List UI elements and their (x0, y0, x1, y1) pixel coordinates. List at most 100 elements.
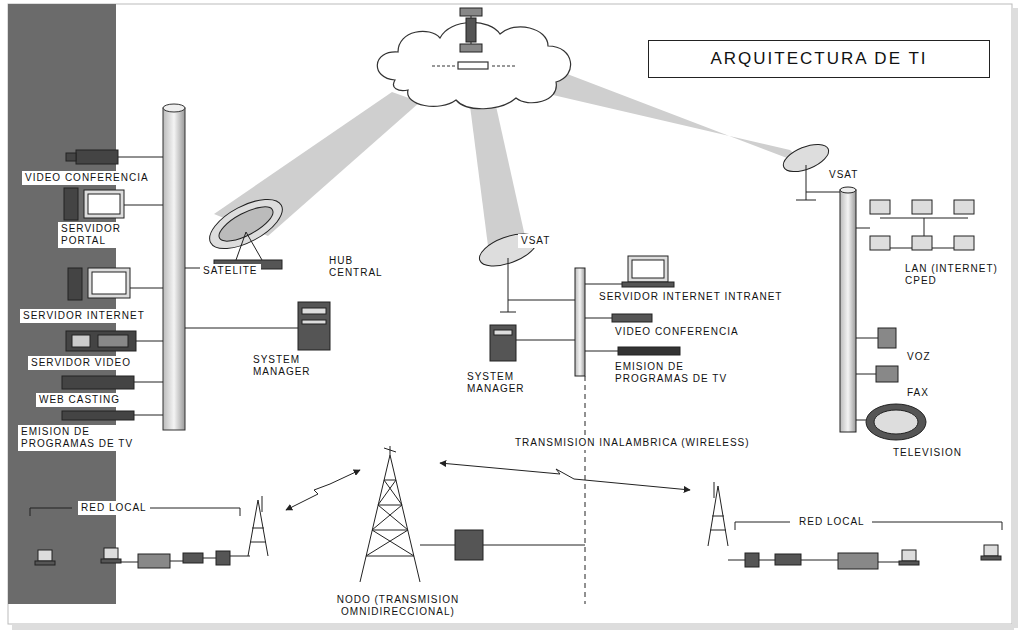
remote-vsat-site-part (508, 300, 575, 301)
diagram-title: ARQUITECTURA DE TI (648, 40, 990, 78)
customer-vsat-site-part (806, 192, 840, 193)
remote-vsat-site-part (585, 376, 586, 604)
remote-vsat-site-part (494, 330, 512, 335)
central-devices-part (64, 188, 78, 220)
central-devices-part (88, 194, 120, 214)
remote-vsat-site-part (622, 282, 674, 287)
local-network-devices-part (745, 553, 759, 567)
hub-dish-part (236, 232, 246, 260)
local-network-devices-part (38, 550, 52, 561)
page-frame-part (1012, 8, 1018, 628)
satellite-beams-part (540, 72, 808, 166)
component-label: VIDEO CONFERENCIA (22, 171, 152, 185)
customer-vsat-site-part (856, 228, 870, 229)
local-network-devices-part (104, 548, 118, 559)
remote-vsat-site-part (585, 351, 618, 352)
remote-vsat-site-part (628, 256, 668, 282)
central-bus (163, 104, 185, 430)
red-local-brackets-part (735, 522, 790, 530)
component-label: SERVIDOR INTERNET (20, 309, 148, 323)
local-network-devices-part (230, 556, 250, 557)
customer-vsat-site-part (866, 404, 926, 440)
wireless-towers-part (714, 482, 715, 498)
local-network-devices-part (775, 554, 801, 565)
remote-vsat-site-part (500, 312, 516, 313)
central-devices-part (118, 157, 163, 158)
cloud-part (458, 62, 488, 69)
central-devices-part (136, 341, 163, 342)
component-label: RED LOCAL (796, 515, 868, 529)
satellite-part (471, 42, 472, 44)
component-label: FAX (904, 386, 932, 400)
wireless-towers-part (378, 480, 396, 505)
wireless-towers (248, 446, 728, 582)
customer-vsat-site (780, 139, 974, 440)
component-label: LAN (INTERNET) CPED (902, 262, 1004, 288)
local-network-devices-part (899, 561, 919, 565)
customer-vsat-site-part (856, 420, 866, 421)
hub-dish-part (214, 200, 277, 248)
satellite-beams-part (470, 106, 528, 250)
local-network-devices-part (902, 550, 916, 561)
local-network-devices-part (759, 560, 775, 561)
red-local-brackets-part (872, 522, 1002, 530)
customer-vsat-site-part (856, 338, 878, 339)
wireless-towers-part (455, 530, 483, 560)
remote-vsat-site-part (490, 325, 516, 361)
customer-vsat-site-part (954, 236, 974, 250)
local-network-devices-part (138, 554, 170, 568)
component-label: VIDEO CONFERENCIA (612, 325, 742, 339)
wireless-towers-part (440, 463, 690, 490)
local-network-devices-part (984, 545, 998, 556)
local-network-devices-part (801, 560, 838, 561)
component-label: SYSTEM MANAGER (250, 353, 336, 379)
central-devices-part (134, 415, 163, 416)
wireless-towers-part (372, 530, 414, 556)
page-frame-part (12, 624, 1014, 630)
central-devices-part (72, 335, 90, 347)
local-network-devices-part (216, 551, 230, 565)
wireless-towers-part (286, 470, 360, 510)
wireless-towers-part (252, 528, 264, 529)
customer-vsat-site-part (806, 165, 807, 200)
customer-vsat-site-part (876, 366, 898, 382)
central-devices-part (62, 411, 134, 420)
local-network-devices-part (183, 553, 203, 563)
wireless-towers-part (366, 556, 414, 557)
remote-vsat-site-part (632, 260, 664, 278)
wireless-towers-part (372, 505, 402, 530)
wireless-towers-part (250, 542, 266, 543)
central-devices-part (124, 205, 163, 206)
customer-vsat-site-part (840, 190, 856, 432)
hub-dish-part (246, 232, 262, 260)
central-devices-part (98, 335, 128, 347)
customer-vsat-site-part (856, 374, 876, 375)
wireless-towers-part (262, 496, 263, 512)
customer-vsat-site-part (912, 236, 932, 250)
wireless-towers-part (710, 530, 726, 531)
central-devices-part (130, 288, 163, 289)
system-manager-cabinet-part (302, 308, 326, 314)
wireless-towers-part (372, 530, 408, 531)
customer-vsat-site-part (874, 410, 918, 434)
satellite (460, 8, 482, 52)
component-label: VSAT (826, 168, 861, 182)
remote-vsat-site-part (516, 340, 575, 341)
local-network-devices-part (101, 559, 121, 563)
remote-vsat-site-part (585, 318, 612, 319)
component-label: WEB CASTING (36, 393, 123, 407)
component-label: SERVIDOR INTERNET INTRANET (596, 290, 785, 304)
central-devices-part (68, 268, 82, 300)
central-devices-part (88, 268, 130, 298)
local-network-devices-part (170, 561, 183, 562)
wireless-towers-part (378, 505, 408, 530)
central-devices-part (76, 150, 118, 164)
system-manager-cabinet-part (298, 302, 330, 350)
wireless-towers-part (384, 448, 396, 452)
system-manager-cabinet-part (302, 320, 326, 324)
satellite-part (466, 18, 476, 42)
component-label: NODO (TRANSMISION OMNIDIRECCIONAL) (295, 593, 501, 619)
component-label: TRANSMISION INALAMBRICA (WIRELESS) (512, 436, 753, 450)
satellite-part (471, 16, 472, 18)
local-network-devices-part (35, 561, 55, 565)
